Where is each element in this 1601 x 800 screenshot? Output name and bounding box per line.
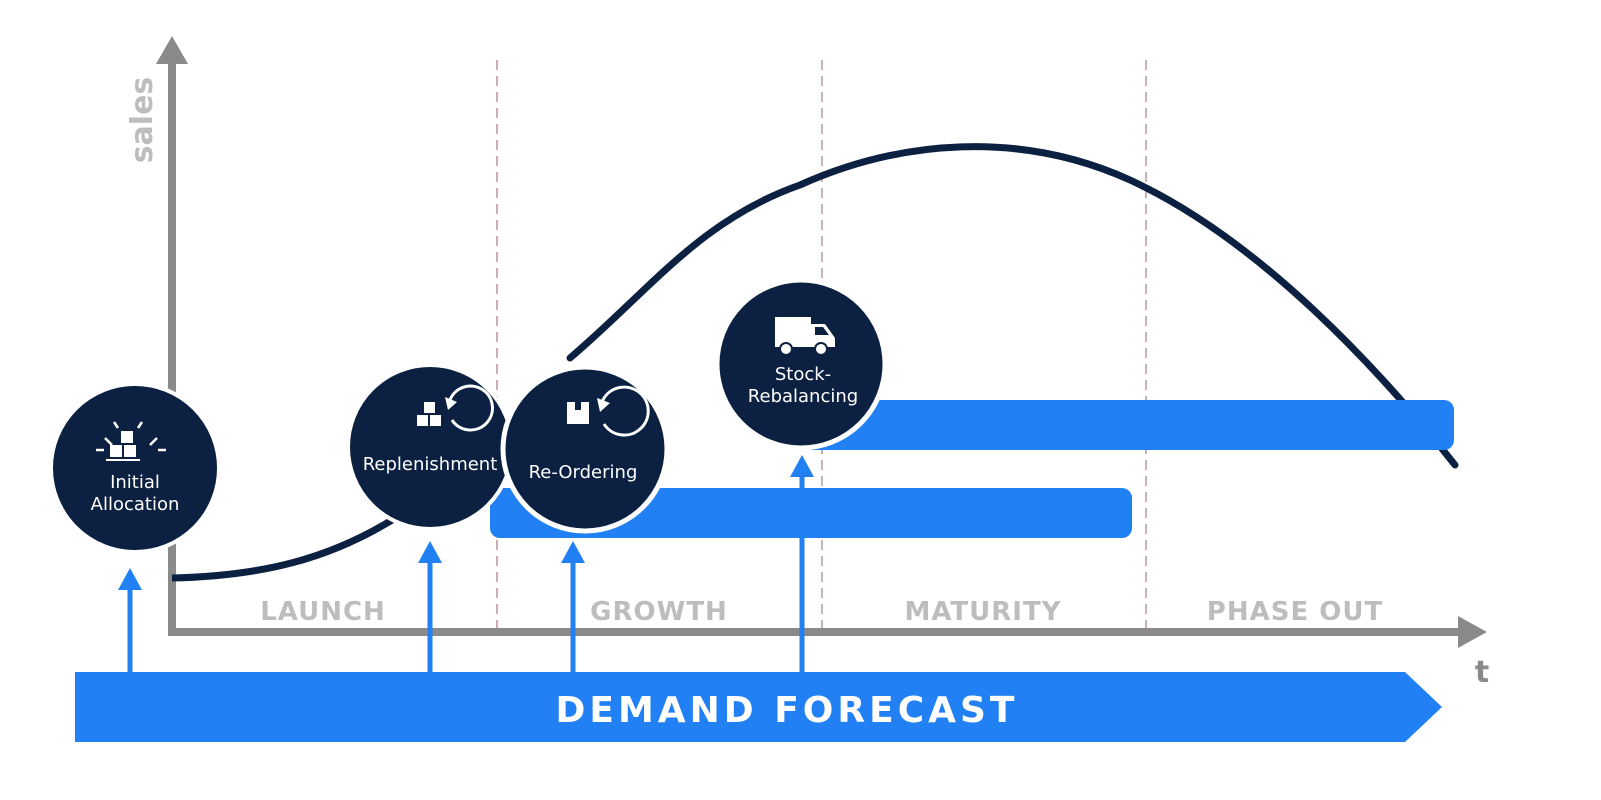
step-reordering: Re-Ordering: [500, 364, 670, 534]
step-label-line1: Stock-: [775, 364, 831, 385]
step-stock-rebalancing: Stock- Rebalancing: [714, 277, 888, 451]
arrow-up-icon: [790, 455, 814, 477]
arrow-up-icon: [418, 541, 442, 563]
step-label-line1: Initial: [110, 472, 160, 493]
x-axis-label: t: [1475, 655, 1489, 690]
demand-forecast-label: DEMAND FORECAST: [556, 690, 1019, 731]
sales-curve: [566, 143, 1459, 469]
phase-maturity: MATURITY: [904, 597, 1061, 627]
step-label-line2: Rebalancing: [748, 386, 858, 407]
rebalancing-bar: [800, 400, 1454, 450]
forecast-arrows: [118, 455, 814, 672]
x-axis-arrow-icon: [1458, 616, 1487, 648]
y-axis-label: sales: [125, 77, 160, 164]
step-initial-allocation: Initial Allocation: [49, 382, 221, 554]
arrow-up-icon: [118, 568, 142, 590]
sales-curve-launch: [171, 512, 402, 582]
y-axis-arrow-icon: [156, 36, 188, 64]
boxes-cycle-icon: [417, 384, 494, 432]
step-label: Replenishment: [363, 454, 498, 475]
arrow-up-icon: [561, 541, 585, 563]
phase-growth: GROWTH: [590, 597, 728, 627]
box-cycle-icon: [567, 385, 650, 437]
step-label-line2: Allocation: [91, 494, 180, 515]
step-label: Re-Ordering: [529, 462, 638, 483]
demand-forecast-band: [75, 672, 1442, 742]
step-replenishment: Replenishment: [346, 363, 514, 531]
phase-launch: LAUNCH: [260, 597, 386, 627]
phase-phase-out: PHASE OUT: [1207, 597, 1383, 627]
truck-icon: [775, 317, 835, 356]
boxes-distribution-icon: [96, 421, 166, 461]
